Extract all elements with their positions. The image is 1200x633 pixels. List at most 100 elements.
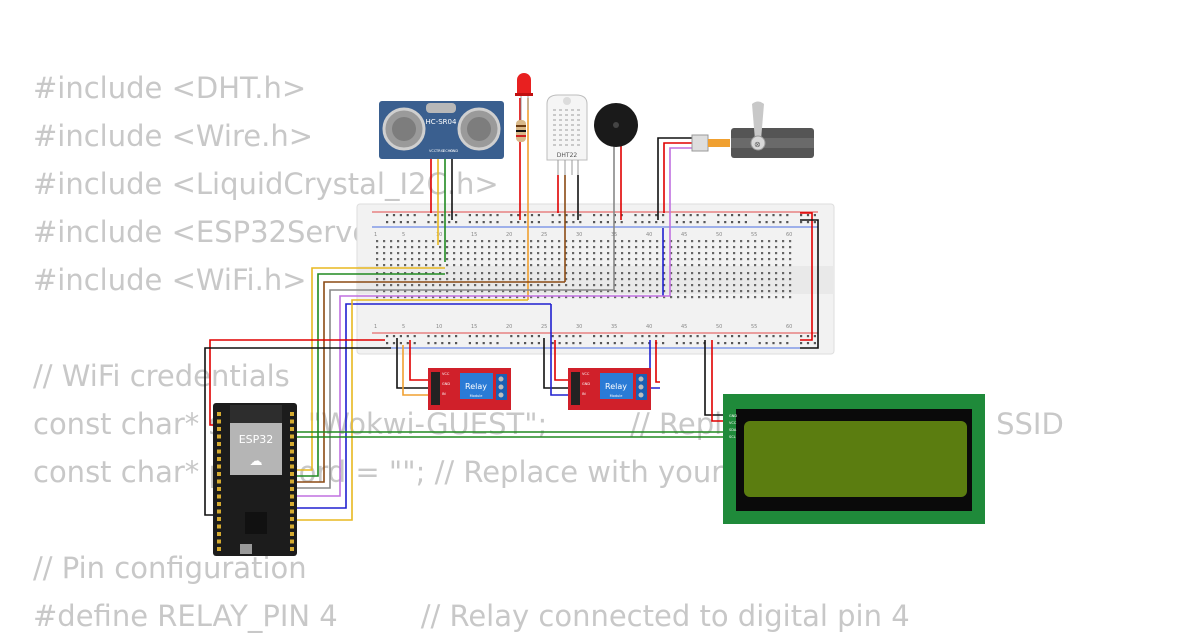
hole[interactable] — [467, 284, 470, 287]
hole[interactable] — [684, 284, 687, 287]
hole[interactable] — [217, 472, 221, 476]
hole[interactable] — [789, 246, 792, 249]
hole[interactable] — [496, 342, 499, 345]
hole[interactable] — [635, 296, 638, 299]
hole[interactable] — [772, 221, 775, 224]
hole[interactable] — [488, 252, 491, 255]
hole[interactable] — [488, 246, 491, 249]
hole[interactable] — [600, 246, 603, 249]
hole[interactable] — [599, 214, 603, 217]
hole[interactable] — [571, 109, 574, 111]
hole[interactable] — [737, 335, 741, 338]
hole[interactable] — [406, 214, 409, 217]
hole[interactable] — [768, 272, 771, 275]
hole[interactable] — [383, 272, 386, 275]
hole[interactable] — [558, 246, 561, 249]
hole[interactable] — [614, 272, 617, 275]
hole[interactable] — [628, 290, 631, 293]
hole[interactable] — [689, 221, 692, 224]
hole[interactable] — [677, 264, 680, 267]
hole[interactable] — [642, 240, 645, 243]
hole[interactable] — [559, 124, 562, 126]
hole[interactable] — [577, 139, 580, 141]
hole[interactable] — [782, 264, 785, 267]
hole[interactable] — [448, 221, 451, 224]
hole[interactable] — [523, 240, 526, 243]
hole[interactable] — [656, 290, 659, 293]
hole[interactable] — [806, 335, 810, 338]
hole[interactable] — [586, 264, 589, 267]
hole[interactable] — [614, 278, 617, 281]
hole[interactable] — [425, 296, 428, 299]
hole[interactable] — [565, 214, 568, 217]
hole[interactable] — [516, 272, 519, 275]
ultrasonic-sensor[interactable]: HC-SR04 VCC TRIG ECHO GND — [379, 101, 504, 159]
hole[interactable] — [439, 272, 442, 275]
hole[interactable] — [290, 502, 294, 506]
hole[interactable] — [593, 240, 596, 243]
hole[interactable] — [404, 246, 407, 249]
hole[interactable] — [572, 342, 575, 345]
hole[interactable] — [558, 240, 561, 243]
hole[interactable] — [731, 335, 734, 338]
hole[interactable] — [649, 284, 652, 287]
hole[interactable] — [404, 252, 407, 255]
hole[interactable] — [565, 119, 568, 121]
hole[interactable] — [427, 214, 430, 217]
hole[interactable] — [551, 214, 554, 217]
hole[interactable] — [719, 290, 722, 293]
hole[interactable] — [411, 290, 414, 293]
hole[interactable] — [705, 296, 708, 299]
hole[interactable] — [453, 240, 456, 243]
hole[interactable] — [677, 290, 680, 293]
hole[interactable] — [733, 278, 736, 281]
hole[interactable] — [579, 284, 582, 287]
hole[interactable] — [599, 221, 603, 224]
hole[interactable] — [577, 114, 580, 116]
hole[interactable] — [789, 258, 792, 261]
hole[interactable] — [712, 252, 715, 255]
hole[interactable] — [460, 284, 463, 287]
hole[interactable] — [705, 264, 708, 267]
hole[interactable] — [217, 449, 221, 454]
hole[interactable] — [418, 252, 421, 255]
hole[interactable] — [217, 479, 221, 484]
hole[interactable] — [677, 246, 680, 249]
hole[interactable] — [593, 290, 596, 293]
hole[interactable] — [726, 252, 729, 255]
hole[interactable] — [635, 284, 638, 287]
hole[interactable] — [572, 284, 575, 287]
hole[interactable] — [530, 272, 533, 275]
hole[interactable] — [813, 335, 816, 338]
hole[interactable] — [495, 284, 498, 287]
hole[interactable] — [613, 214, 616, 217]
hole[interactable] — [577, 134, 580, 136]
hole[interactable] — [502, 252, 505, 255]
hole[interactable] — [726, 264, 729, 267]
hole[interactable] — [726, 258, 729, 261]
hole[interactable] — [509, 258, 512, 261]
hole[interactable] — [467, 296, 470, 299]
hole[interactable] — [509, 264, 512, 267]
hole[interactable] — [425, 284, 428, 287]
hole[interactable] — [551, 272, 554, 275]
hole[interactable] — [516, 246, 519, 249]
hole[interactable] — [488, 278, 491, 281]
hole[interactable] — [383, 290, 386, 293]
hole[interactable] — [411, 284, 414, 287]
hole[interactable] — [754, 290, 757, 293]
hole[interactable] — [495, 240, 498, 243]
hole[interactable] — [789, 296, 792, 299]
hole[interactable] — [703, 335, 706, 338]
wire-black[interactable] — [800, 219, 819, 349]
hole[interactable] — [620, 342, 623, 345]
hole[interactable] — [217, 532, 221, 536]
hole[interactable] — [698, 272, 701, 275]
hole[interactable] — [655, 214, 658, 217]
hole[interactable] — [641, 342, 644, 345]
hole[interactable] — [558, 264, 561, 267]
hole[interactable] — [642, 264, 645, 267]
hole[interactable] — [577, 119, 580, 121]
hole[interactable] — [740, 272, 743, 275]
hole[interactable] — [737, 221, 741, 224]
